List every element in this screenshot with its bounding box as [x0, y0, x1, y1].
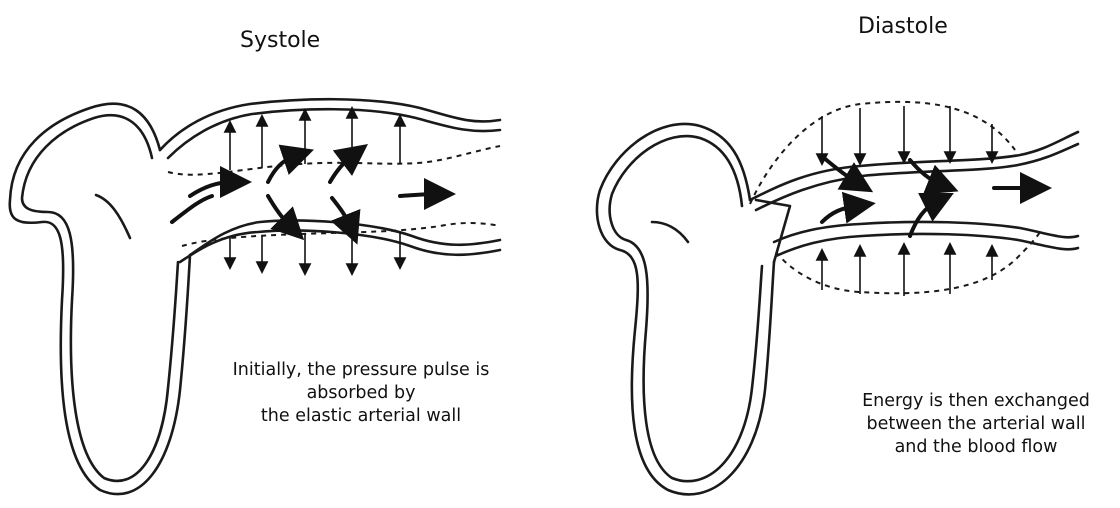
wall-expansion-arrows	[230, 114, 400, 268]
systole-caption: Initially, the pressure pulse is absorbe…	[196, 359, 526, 428]
heart-outline	[597, 124, 774, 494]
diastole-panel: Diastole	[560, 0, 1120, 508]
flow-arrows	[172, 156, 436, 226]
previous-wall-dashed	[750, 102, 1040, 293]
systole-caption-line-2: absorbed by	[196, 382, 526, 405]
systole-diagram	[0, 0, 560, 508]
diastole-caption-line-3: and the blood flow	[826, 436, 1120, 459]
systole-panel: Systole	[0, 0, 560, 508]
heart-outline	[10, 104, 190, 494]
systole-caption-line-3: the elastic arterial wall	[196, 405, 526, 428]
wall-recoil-arrows	[822, 106, 992, 296]
diastole-caption-line-1: Energy is then exchanged	[826, 390, 1120, 413]
artery-walls	[750, 132, 1078, 262]
diastole-caption-line-2: between the arterial wall	[826, 413, 1120, 436]
diastole-caption: Energy is then exchanged between the art…	[826, 390, 1120, 459]
systole-caption-line-1: Initially, the pressure pulse is	[196, 359, 526, 382]
